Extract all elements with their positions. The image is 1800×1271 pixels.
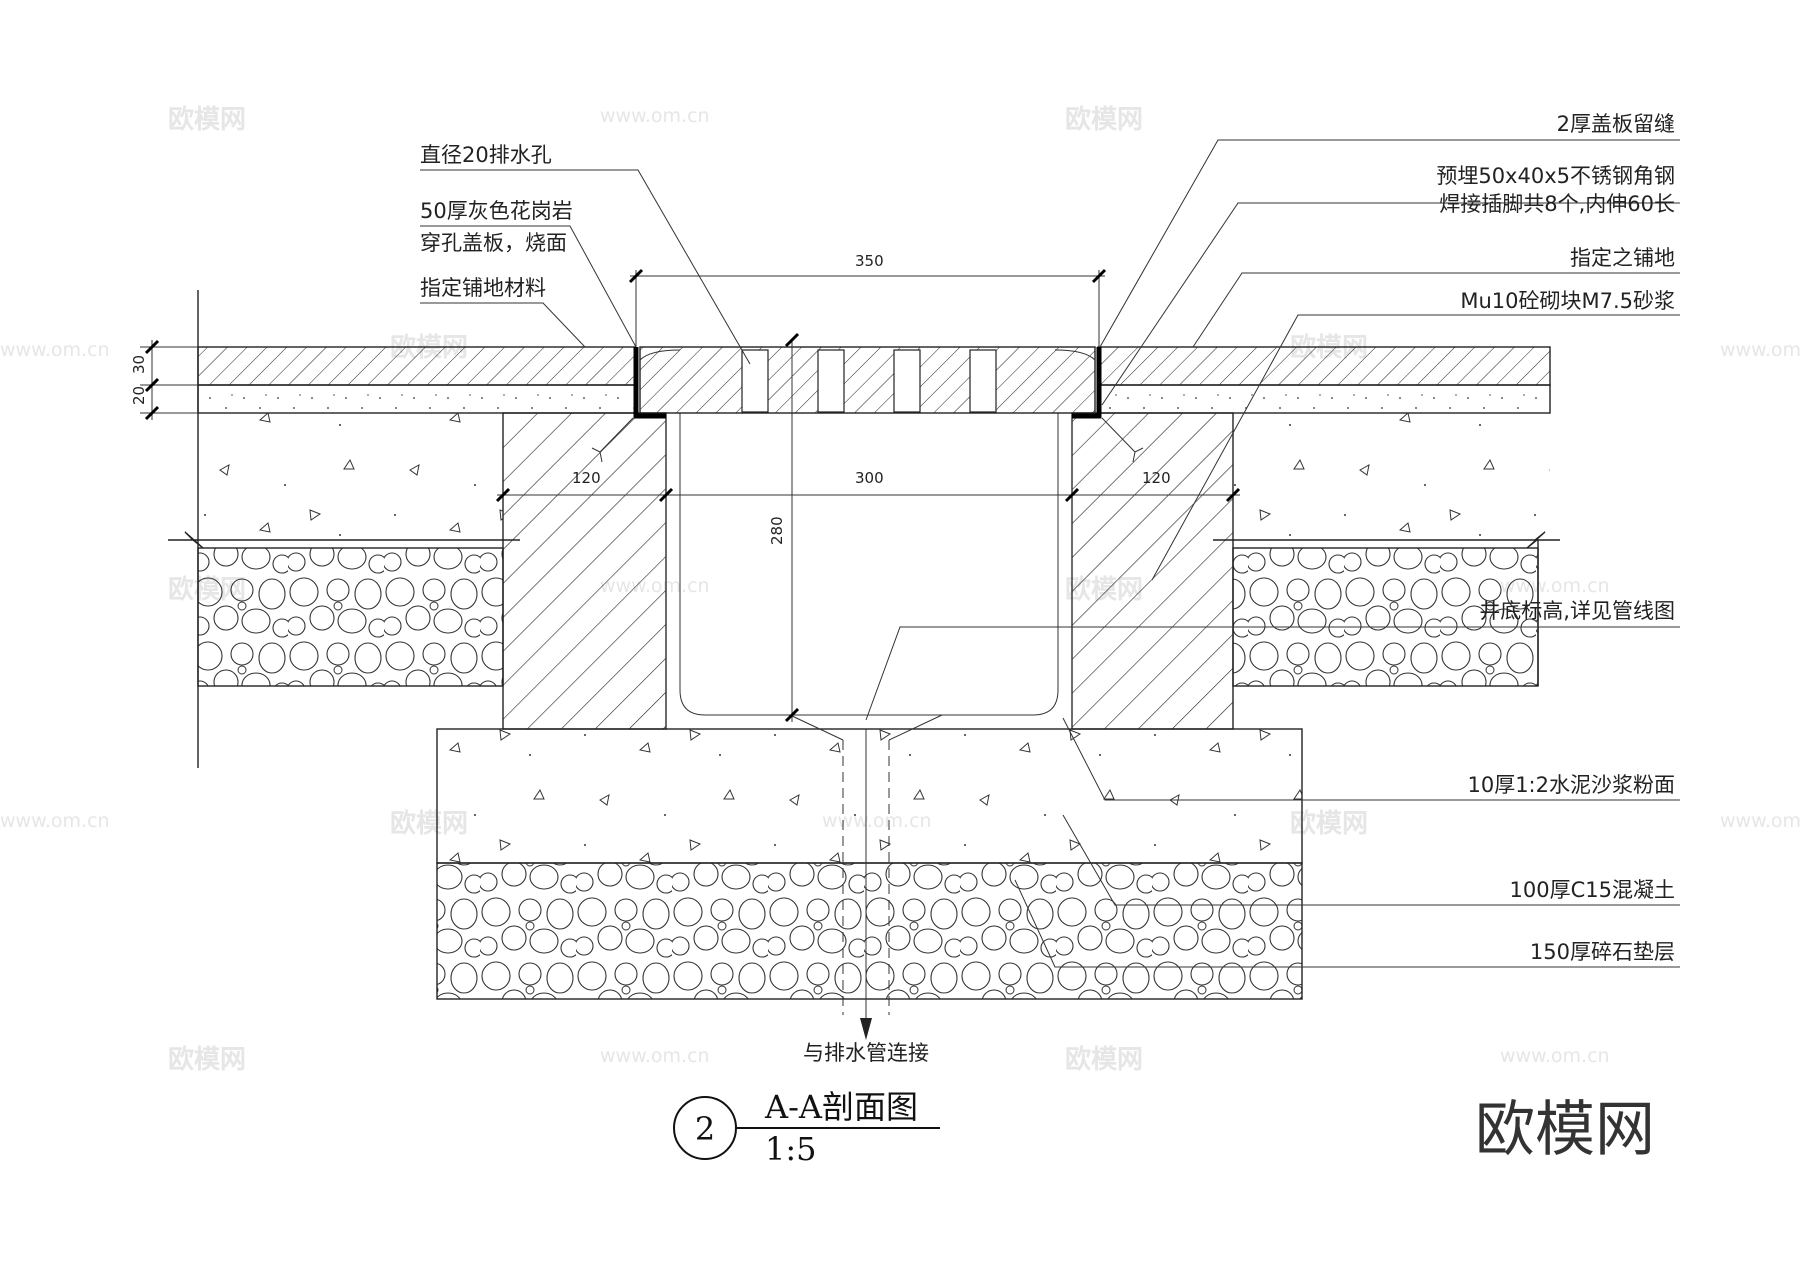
c15-concrete-slab xyxy=(436,728,1303,864)
label-paving-left: 指定铺地材料 xyxy=(420,276,546,300)
mortar-layer-left xyxy=(197,384,636,414)
label-granite-1: 50厚灰色花岗岩 xyxy=(420,199,573,223)
title-scale: 1:5 xyxy=(765,1130,817,1168)
dim-text-20: 20 xyxy=(130,386,148,405)
crushed-stone-base xyxy=(436,862,1303,1000)
drain-pipe-outline xyxy=(842,740,890,1015)
label-masonry: Mu10砼砌块M7.5砂浆 xyxy=(1460,289,1675,313)
dim-text-280: 280 xyxy=(768,516,786,545)
watermark-url: www.om.cn xyxy=(1720,339,1800,361)
watermark-url: www.om.cn xyxy=(600,105,710,127)
watermark-brand: 欧模网 xyxy=(1290,808,1368,839)
label-plaster: 10厚1:2水泥沙浆粉面 xyxy=(1467,773,1675,797)
drain-hole-4 xyxy=(969,349,997,413)
brand-logo-text: 欧模网 xyxy=(1475,1095,1655,1165)
base-concrete-right xyxy=(1233,413,1550,548)
cover-chamfer xyxy=(639,349,1096,361)
dimension-280: 280 xyxy=(768,332,800,723)
break-line-left xyxy=(168,531,520,549)
paving-layer-right xyxy=(1097,346,1551,386)
gravel-left xyxy=(197,547,504,687)
dimension-layers: 30 20 xyxy=(130,339,198,421)
label-angle-2: 焊接插脚共8个,内伸60长 xyxy=(1439,192,1675,216)
watermark-url: www.om.cn xyxy=(0,339,110,361)
mortar-layer-right xyxy=(1097,384,1551,414)
title-number: 2 xyxy=(695,1110,715,1148)
anchor-leg-left xyxy=(591,417,634,463)
label-concrete: 100厚C15混凝土 xyxy=(1510,878,1675,902)
watermark-brand: 欧模网 xyxy=(1065,104,1143,135)
label-angle-1: 预埋50x40x5不锈钢角钢 xyxy=(1436,164,1675,188)
drain-hole-1 xyxy=(741,349,769,413)
leader-lines xyxy=(420,139,1680,968)
dim-text-30: 30 xyxy=(130,355,148,374)
label-gap: 2厚盖板留缝 xyxy=(1557,112,1675,136)
paving-layer-left xyxy=(197,346,636,386)
drain-hole-2 xyxy=(817,349,845,413)
dimension-350: 350 xyxy=(628,252,1107,347)
label-paving-right: 指定之铺地 xyxy=(1570,246,1675,270)
label-drain-hole: 直径20排水孔 xyxy=(420,143,552,167)
plaster-lining xyxy=(665,413,1073,729)
label-gravel: 150厚碎石垫层 xyxy=(1530,940,1675,964)
granite-cover xyxy=(639,346,1096,414)
break-line-right xyxy=(1213,531,1560,549)
label-granite-2: 穿孔盖板，烧面 xyxy=(420,231,567,255)
dim-text-300: 300 xyxy=(855,469,884,487)
gravel-right xyxy=(1232,547,1539,687)
steel-angle-left xyxy=(633,347,666,419)
drain-arrow xyxy=(860,1018,872,1040)
dim-text-120-right: 120 xyxy=(1142,469,1171,487)
watermark-url: www.om.cn xyxy=(1500,1045,1610,1067)
watermark-url: www.om.cn xyxy=(0,810,110,832)
title-name: A-A剖面图 xyxy=(764,1088,918,1126)
label-bottom-elev: 井底标高,详见管线图 xyxy=(1479,599,1675,623)
watermark-brand: 欧模网 xyxy=(168,104,246,135)
drain-hole-3 xyxy=(893,349,921,413)
label-pipe: 与排水管连接 xyxy=(803,1041,929,1065)
watermark-url: www.om.cn xyxy=(600,1045,710,1067)
dim-text-120-left: 120 xyxy=(572,469,601,487)
base-concrete-left xyxy=(198,413,503,548)
masonry-wall-right xyxy=(1071,412,1234,730)
dimension-300: 300 120 120 xyxy=(495,469,1241,503)
masonry-wall-left xyxy=(502,412,667,730)
title-block: 2 A-A剖面图 1:5 xyxy=(673,1088,940,1168)
drain-funnel xyxy=(789,714,943,741)
steel-angle-right xyxy=(1072,347,1102,419)
watermark-brand: 欧模网 xyxy=(168,1044,246,1075)
watermark-url: www.om.cn xyxy=(1720,810,1800,832)
dim-text-350: 350 xyxy=(855,252,884,270)
anchor-leg-right xyxy=(1101,417,1144,463)
watermark-brand: 欧模网 xyxy=(1065,1044,1143,1075)
